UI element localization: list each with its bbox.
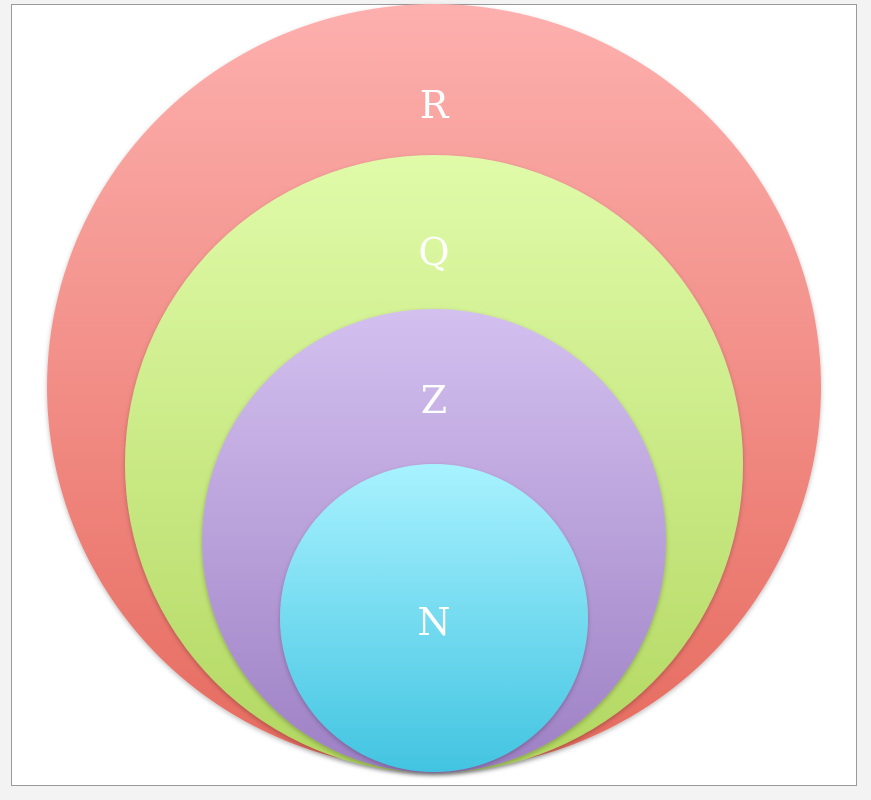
set-n-circle — [280, 464, 588, 772]
set-r-label: R — [420, 83, 450, 127]
set-q-label: Q — [418, 230, 449, 274]
set-n-label: N — [417, 600, 450, 644]
set-z-label: Z — [421, 378, 447, 422]
